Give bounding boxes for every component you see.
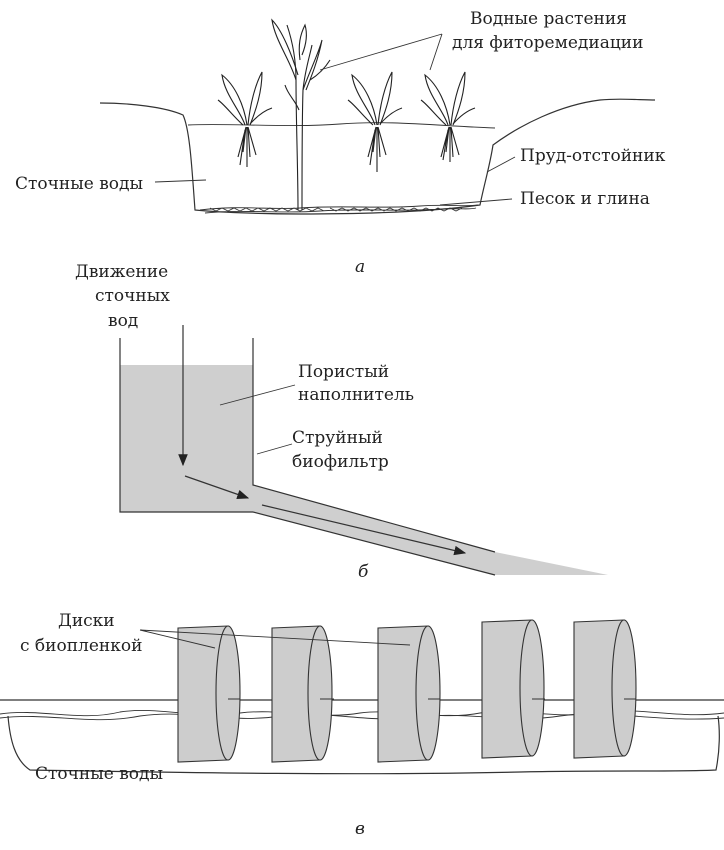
label-pond: Пруд-отстойник bbox=[520, 146, 666, 166]
biofilm-disk bbox=[271, 625, 333, 763]
tank-walls bbox=[119, 338, 496, 553]
biofilm-disk bbox=[481, 619, 545, 759]
caption-c: в bbox=[355, 819, 365, 839]
biofilm-disk bbox=[377, 625, 441, 763]
label-flow-line2: сточных bbox=[95, 286, 170, 306]
porous-media bbox=[120, 365, 253, 512]
flow-arrow-channel bbox=[261, 504, 467, 556]
label-disks-line1: Диски bbox=[58, 611, 115, 631]
leader-wastewater bbox=[154, 179, 207, 183]
panel-b-trickling-biofilter: Движение сточных вод Пористый наполнител… bbox=[75, 262, 608, 582]
label-flow-line3: вод bbox=[108, 311, 138, 331]
aquatic-plant bbox=[217, 71, 273, 167]
pond-outline bbox=[99, 98, 656, 215]
biofilm-disk bbox=[177, 625, 241, 763]
flow-arrow-diagonal bbox=[184, 475, 250, 499]
aquatic-plant bbox=[347, 71, 403, 172]
reed-plant bbox=[271, 18, 331, 211]
label-plants-line2: для фиторемедиации bbox=[452, 33, 643, 53]
label-filter-line2: биофильтр bbox=[292, 452, 389, 472]
leader-plants bbox=[319, 33, 443, 71]
leader-media bbox=[219, 384, 296, 406]
leader-filter bbox=[256, 443, 293, 455]
leader-sand bbox=[439, 198, 513, 206]
label-filter-line1: Струйный bbox=[292, 428, 383, 448]
label-wastewater-a: Сточные воды bbox=[15, 174, 143, 194]
label-media-line1: Пористый bbox=[298, 362, 389, 382]
biofilm-disk bbox=[573, 619, 637, 759]
label-wastewater-c: Сточные воды bbox=[35, 764, 163, 784]
caption-b: б bbox=[358, 562, 369, 582]
label-media-line2: наполнитель bbox=[298, 385, 414, 405]
channel-bottom bbox=[252, 511, 496, 576]
label-disks-line2: с биопленкой bbox=[20, 636, 142, 656]
outflow-channel bbox=[253, 485, 608, 575]
label-flow-line1: Движение bbox=[75, 262, 168, 282]
panel-c-rotating-biological-contactor: Диски с биопленкой Сточные воды в bbox=[0, 611, 724, 839]
label-plants-line1: Водные растения bbox=[470, 9, 627, 29]
aquatic-plant bbox=[420, 71, 476, 162]
leader-disks bbox=[139, 629, 411, 649]
leader-pond bbox=[486, 156, 516, 173]
sand-clay-layer bbox=[199, 204, 479, 214]
panel-a-phytoremediation-pond: Водные растения для фиторемедиации Пруд-… bbox=[15, 9, 666, 277]
caption-a: а bbox=[355, 257, 365, 277]
label-sand-clay: Песок и глина bbox=[520, 189, 650, 209]
water-surface bbox=[187, 122, 496, 129]
